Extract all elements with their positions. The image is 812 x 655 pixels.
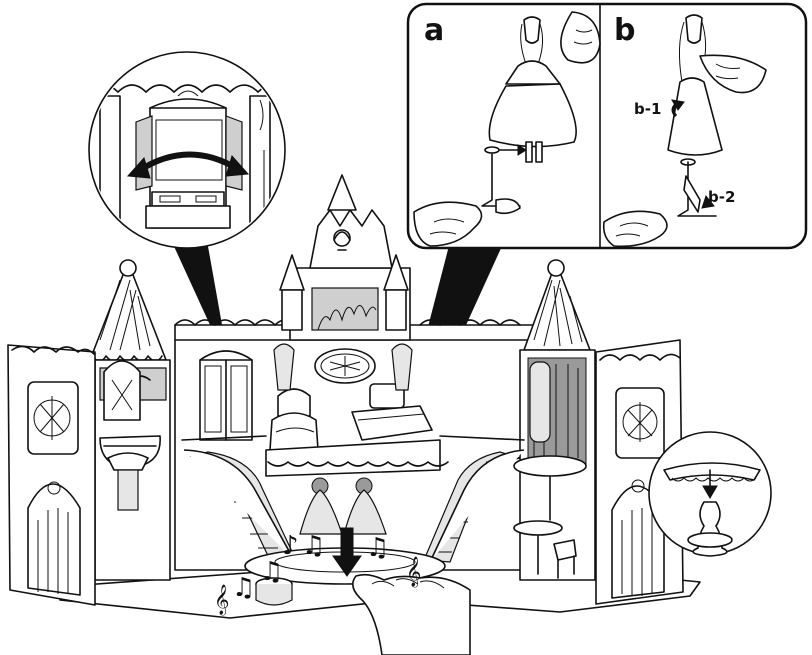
panel-b: b b-1 b-2	[602, 13, 767, 248]
doll-pair-on-stage	[299, 477, 387, 535]
right-door-panel	[595, 339, 684, 605]
music-note-3: ♫	[260, 557, 283, 587]
zoom-callout-table	[648, 431, 772, 557]
step-b2-label: b-2	[708, 188, 735, 206]
inset-panels: a b	[406, 2, 808, 250]
music-note-5: ♫	[302, 531, 325, 561]
left-door-panel	[7, 344, 96, 606]
music-note-7: 𝄞	[406, 556, 421, 588]
central-tower	[279, 174, 411, 384]
castle-playset	[7, 174, 701, 619]
right-staircase	[423, 449, 525, 563]
panel-b-label: b	[614, 13, 635, 48]
panel-a-label: a	[424, 13, 444, 48]
left-tower	[89, 259, 171, 581]
dress-form-left	[273, 343, 295, 391]
wardrobe-door-left	[135, 115, 153, 191]
dress-form-right	[391, 343, 413, 391]
press-hand	[352, 573, 471, 655]
press-down-arrow	[332, 527, 362, 577]
wardrobe-door-right	[225, 115, 243, 191]
open-doors-arrow	[138, 151, 238, 173]
center-balcony	[181, 435, 525, 477]
castle-crenellation	[174, 319, 521, 326]
wardrobe	[199, 350, 253, 441]
music-note-1: 𝄞	[214, 584, 229, 616]
step-b1-label: b-1	[634, 100, 661, 118]
music-note-4: ♪	[282, 531, 299, 561]
panel-a: a	[413, 11, 601, 247]
sink-stand	[107, 452, 149, 511]
zoom-callout-wardrobe	[88, 51, 286, 249]
canopy-bed	[269, 388, 319, 451]
music-note-2: ♫	[232, 573, 255, 603]
music-box-drum	[255, 577, 293, 606]
left-staircase	[183, 449, 297, 561]
round-table	[513, 455, 587, 521]
music-note-6: ♫	[366, 533, 389, 563]
music-notes: 𝄞 ♫ ♫ ♪ ♫ ♫ 𝄞	[214, 531, 421, 616]
small-table-and-chair	[513, 520, 577, 579]
